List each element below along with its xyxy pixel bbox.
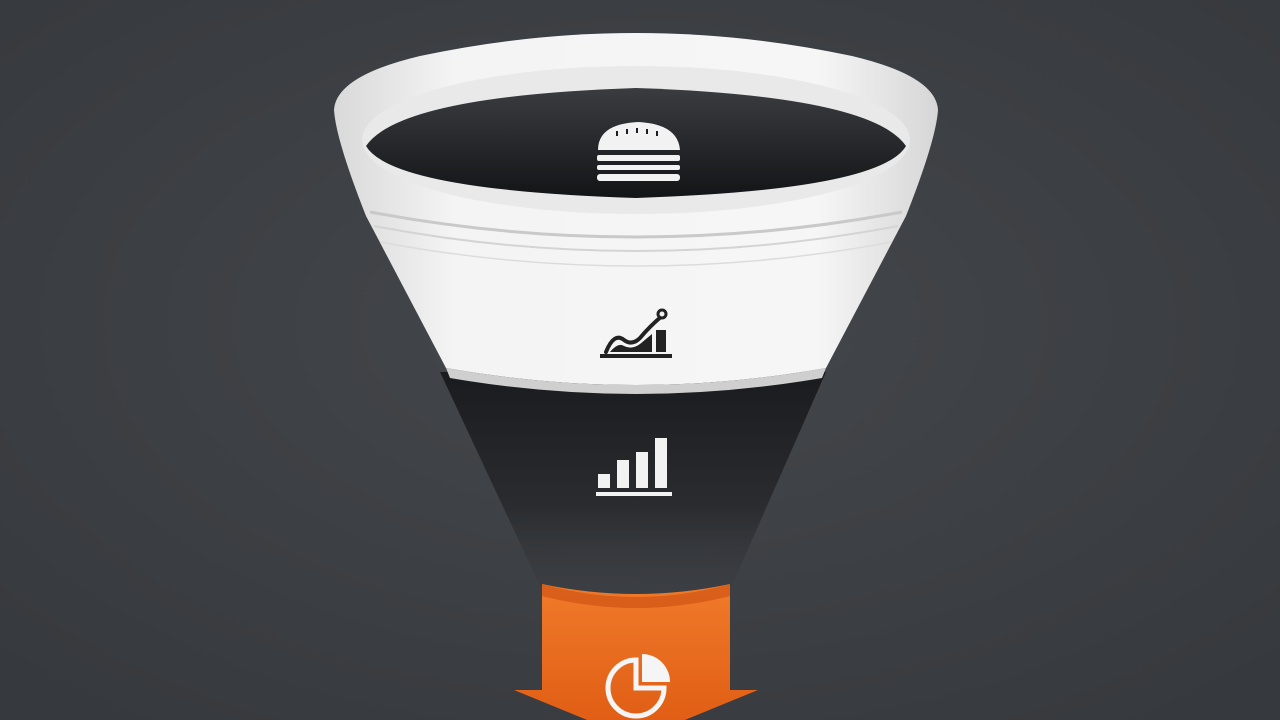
funnel-output-arrow xyxy=(514,584,758,720)
line-chart-icon xyxy=(600,308,672,358)
funnel-lower-stage xyxy=(440,372,826,599)
burger-icon xyxy=(597,122,680,181)
bar-chart-icon xyxy=(596,438,672,496)
pie-chart-icon xyxy=(605,654,670,719)
